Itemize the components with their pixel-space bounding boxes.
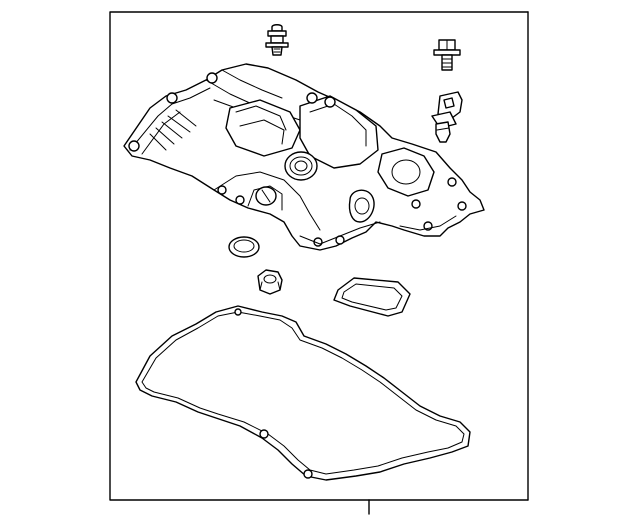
sensor-port-gasket xyxy=(333,277,411,317)
stud-bolt xyxy=(265,24,289,56)
nut xyxy=(257,269,283,295)
valve-cover-gasket xyxy=(135,305,471,481)
camshaft-position-sensor xyxy=(431,91,463,143)
valve-cover-assembly xyxy=(123,63,485,251)
diagram-frame xyxy=(109,11,529,515)
oil-filler-cap-seal xyxy=(228,236,260,258)
flange-bolt xyxy=(433,39,461,71)
